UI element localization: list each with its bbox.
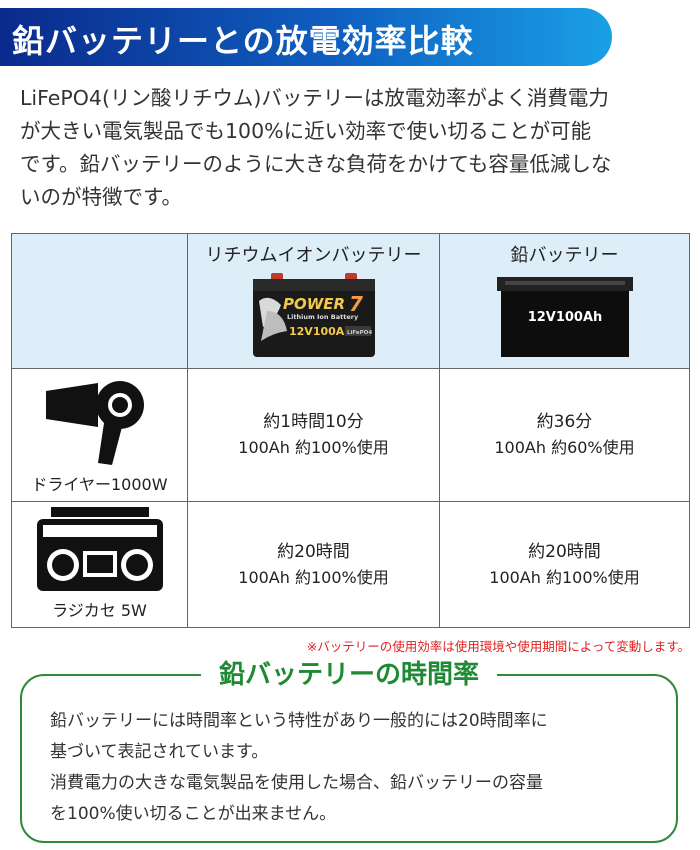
- usage-text: 100Ah 約100%使用: [489, 567, 640, 587]
- usage-text: 100Ah 約100%使用: [238, 438, 389, 457]
- battery-model: 12V100Ah: [289, 325, 352, 338]
- device-label: ドライヤー1000W: [31, 475, 168, 494]
- info-line: を100%使い切ることが出来ません。: [50, 804, 337, 824]
- lithium-radio-cell: 約20時間 100Ah 約100%使用: [187, 501, 440, 628]
- info-box-text: 鉛バッテリーには時間率という特性があり一般的には20時間率に 基づいて表記されて…: [50, 706, 548, 830]
- battery-sub-label: Lithium Ion Battery: [287, 313, 359, 321]
- lead-dryer-cell: 約36分 100Ah 約60%使用: [439, 368, 690, 502]
- column-header-lead: 鉛バッテリー 12V100Ah: [439, 233, 690, 369]
- comparison-table: リチウムイオンバッテリー POWER 7 Lithium Ion Battery…: [11, 233, 690, 628]
- disclaimer-note: ※バッテリーの使用効率は使用環境や使用期間によって変動します。: [306, 639, 690, 654]
- intro-line: いのが特徴です。: [20, 185, 182, 209]
- info-box-title: 鉛バッテリーの時間率: [200, 654, 498, 691]
- lead-battery-label: 12V100Ah: [527, 310, 602, 325]
- info-box: 鉛バッテリーの時間率 鉛バッテリーには時間率という特性があり一般的には20時間率…: [20, 654, 678, 843]
- lead-radio-cell: 約20時間 100Ah 約100%使用: [439, 501, 690, 628]
- runtime-text: 約20時間: [528, 541, 601, 562]
- table-corner-cell: [11, 233, 188, 369]
- table-row: ラジカセ 5W 約20時間 100Ah 約100%使用 約20時間 100Ah …: [11, 501, 690, 628]
- lithium-dryer-cell: 約1時間10分 100Ah 約100%使用: [187, 368, 440, 502]
- column-label-lead: 鉛バッテリー: [510, 245, 619, 266]
- hair-dryer-icon: [45, 381, 144, 465]
- header-banner: 鉛バッテリーとの放電効率比較: [0, 8, 612, 66]
- intro-line: です。鉛バッテリーのように大きな負荷をかけても容量低減しな: [20, 152, 612, 176]
- device-label: ラジカセ 5W: [52, 601, 147, 620]
- intro-line: LiFePO4(リン酸リチウム)バッテリーは放電効率がよく消費電力: [20, 86, 609, 110]
- lithium-battery-image: POWER 7 Lithium Ion Battery 12V100Ah LiF…: [252, 273, 375, 357]
- usage-text: 100Ah 約60%使用: [494, 438, 635, 457]
- column-label-lithium: リチウムイオンバッテリー: [205, 245, 422, 266]
- runtime-text: 約20時間: [277, 541, 350, 562]
- device-cell-dryer: ドライヤー1000W: [11, 368, 188, 502]
- usage-text: 100Ah 約100%使用: [238, 567, 389, 587]
- info-line: 鉛バッテリーには時間率という特性があり一般的には20時間率に: [50, 711, 548, 731]
- page-title: 鉛バッテリーとの放電効率比較: [12, 22, 474, 60]
- info-line: 消費電力の大きな電気製品を使用した場合、鉛バッテリーの容量: [50, 773, 543, 793]
- battery-chem-tag: LiFePO4: [347, 330, 372, 336]
- runtime-text: 約36分: [536, 412, 593, 432]
- table-row: ドライヤー1000W 約1時間10分 100Ah 約100%使用 約36分 10…: [11, 368, 690, 502]
- device-cell-radio: ラジカセ 5W: [11, 501, 188, 628]
- runtime-text: 約1時間10分: [263, 412, 364, 432]
- lead-battery-image: 12V100Ah: [496, 277, 633, 357]
- intro-line: が大きい電気製品でも100%に近い効率で使い切ることが可能: [20, 119, 592, 143]
- battery-brand: POWER: [283, 295, 345, 313]
- radio-cassette-icon: [36, 507, 163, 591]
- battery-brand-number: 7: [349, 292, 363, 316]
- column-header-lithium: リチウムイオンバッテリー POWER 7 Lithium Ion Battery…: [187, 233, 440, 369]
- info-line: 基づいて表記されています。: [50, 742, 269, 762]
- intro-paragraph: LiFePO4(リン酸リチウム)バッテリーは放電効率がよく消費電力 が大きい電気…: [20, 82, 690, 214]
